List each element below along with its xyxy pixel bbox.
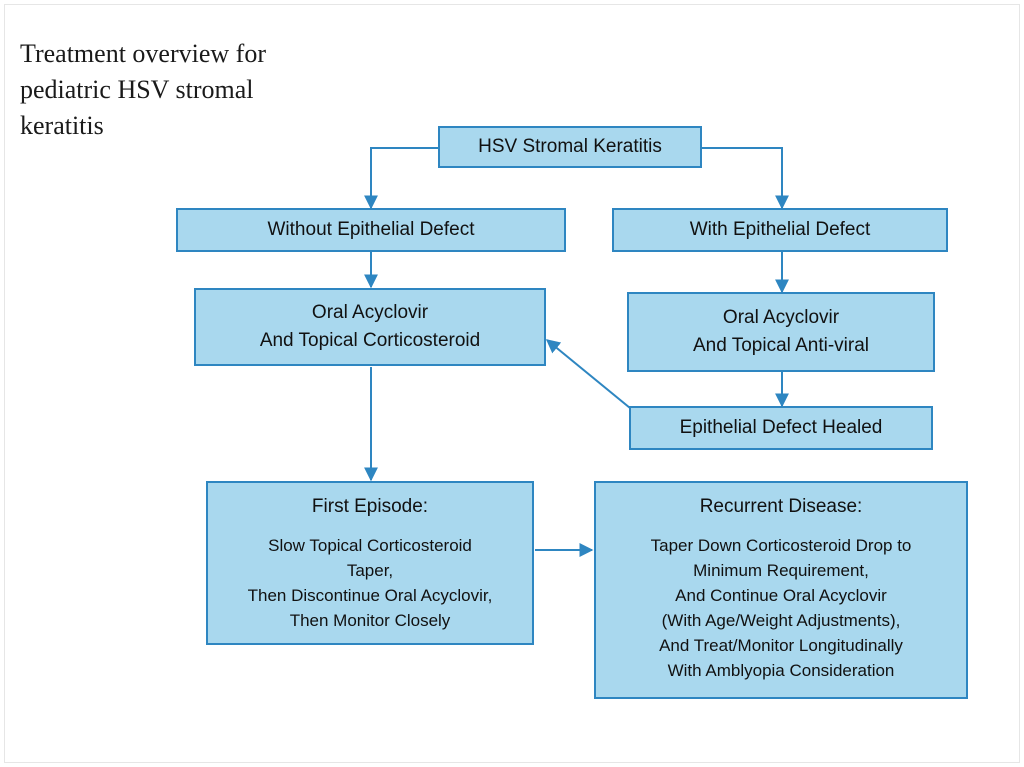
recurrent-line-4: (With Age/Weight Adjustments),: [661, 611, 901, 630]
recurrent-disease-heading: Recurrent Disease:: [699, 496, 863, 517]
node-oral-acyclovir-topical-corticosteroid: Oral Acyclovir And Topical Corticosteroi…: [194, 288, 546, 366]
node-without-epithelial-defect-label: Without Epithelial Defect: [267, 219, 475, 240]
node-epithelial-defect-healed-label: Epithelial Defect Healed: [679, 417, 883, 438]
slide-frame: [4, 4, 1020, 763]
first-episode-line-2: Taper,: [346, 561, 394, 580]
node-epithelial-defect-healed: Epithelial Defect Healed: [629, 406, 933, 450]
node-without-epithelial-defect: Without Epithelial Defect: [176, 208, 566, 252]
recurrent-line-1: Taper Down Corticosteroid Drop to: [650, 536, 912, 555]
node-hsv-stromal-keratitis: HSV Stromal Keratitis: [438, 126, 702, 168]
node-with-epithelial-defect: With Epithelial Defect: [612, 208, 948, 252]
recurrent-line-5: And Treat/Monitor Longitudinally: [659, 636, 903, 655]
title-line-2: pediatric HSV stromal: [20, 75, 254, 104]
arrow-root-to-with: [700, 147, 789, 210]
title-line-1: Treatment overview for: [20, 39, 266, 68]
node-with-epithelial-defect-label: With Epithelial Defect: [689, 219, 871, 240]
node-antiviral-line-1: Oral Acyclovir: [722, 307, 840, 328]
first-episode-heading: First Episode:: [311, 496, 429, 517]
arrow-root-to-without: [364, 147, 440, 210]
node-antiviral-line-2: And Topical Anti-viral: [692, 335, 870, 356]
first-episode-line-4: Then Monitor Closely: [289, 611, 451, 630]
node-hsv-stromal-keratitis-label: HSV Stromal Keratitis: [478, 136, 662, 157]
node-cortico-line-2: And Topical Corticosteroid: [259, 330, 481, 351]
slide-title: Treatment overview for pediatric HSV str…: [20, 36, 380, 144]
arrow-healed-to-cortico: [545, 339, 631, 409]
node-recurrent-disease: Recurrent Disease: Taper Down Corticoste…: [594, 481, 968, 699]
node-cortico-line-1: Oral Acyclovir: [311, 302, 429, 323]
first-episode-line-3: Then Discontinue Oral Acyclovir,: [247, 586, 493, 605]
recurrent-line-3: And Continue Oral Acyclovir: [675, 586, 887, 605]
title-line-3: keratitis: [20, 111, 104, 140]
first-episode-line-1: Slow Topical Corticosteroid: [268, 536, 472, 555]
recurrent-line-2: Minimum Requirement,: [693, 561, 869, 580]
node-first-episode: First Episode: Slow Topical Corticostero…: [206, 481, 534, 645]
recurrent-line-6: With Amblyopia Consideration: [667, 661, 895, 680]
node-oral-acyclovir-topical-antiviral: Oral Acyclovir And Topical Anti-viral: [627, 292, 935, 372]
